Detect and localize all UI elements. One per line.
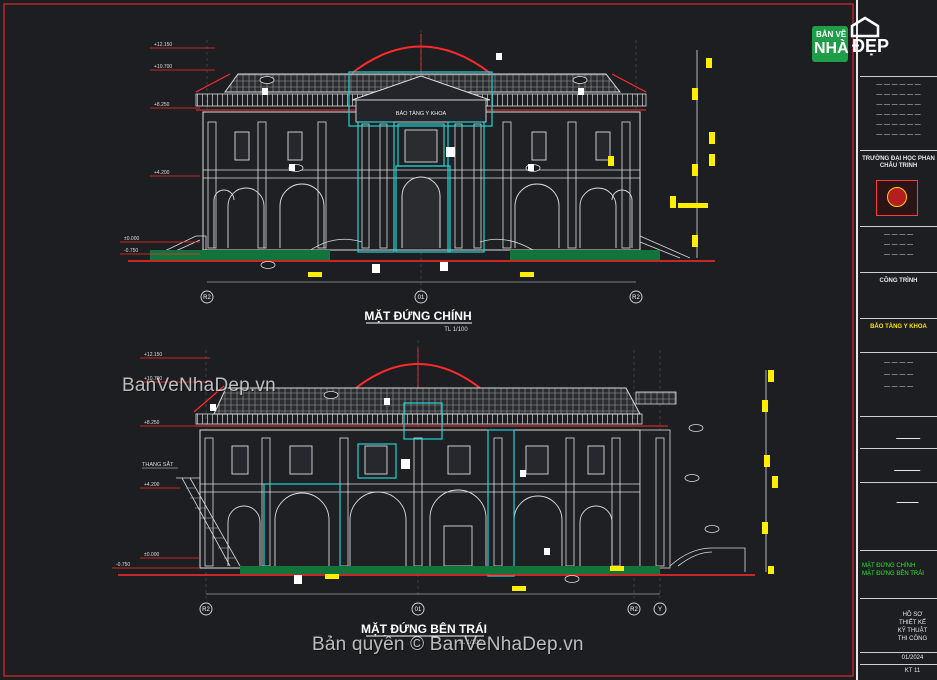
level-label: -0.750 <box>116 562 130 568</box>
level-label: +4.200 <box>144 482 160 488</box>
level-label: +12.150 <box>154 42 172 48</box>
axis-label: R2 <box>630 607 638 613</box>
logo-line-1: BẢN VẼ <box>816 30 847 39</box>
stage-2: THIẾT KẾ <box>899 620 926 626</box>
elevation-main: BẢO TÀNG Y KHOA <box>120 30 715 333</box>
stair-label: THANG SẮT <box>142 460 174 468</box>
sheet-title-2: MẶT ĐỨNG BÊN TRÁI <box>862 571 924 577</box>
logo-badge <box>812 26 848 62</box>
cad-drawing-canvas: BẢO TÀNG Y KHOA <box>3 3 854 677</box>
level-label: +8.250 <box>154 102 170 108</box>
school-name: TRƯỜNG ĐẠI HỌC PHAN CHÂU TRINH <box>862 156 935 169</box>
sheet-title-1: MẶT ĐỨNG CHÍNH <box>862 563 916 569</box>
sheet-number: KT 11 <box>904 668 921 674</box>
level-label: +4.200 <box>154 170 170 176</box>
level-label: ±0.000 <box>144 552 159 558</box>
signature-icon <box>895 428 925 439</box>
school-seal-icon <box>876 180 918 216</box>
elevation-left: +12.150 +10.700 +8.250 +4.200 ±0.000 -0.… <box>112 340 778 646</box>
level-label: ±0.000 <box>124 236 139 242</box>
logo-line-3: ĐẸP <box>852 36 890 56</box>
axis-label: R2 <box>202 607 210 613</box>
level-label: -0.750 <box>124 248 138 254</box>
stage-1: HỒ SƠ <box>902 612 923 618</box>
building-sign: BẢO TÀNG Y KHOA <box>396 110 447 117</box>
level-label: +8.250 <box>144 420 160 426</box>
axis-label: Y <box>658 607 662 613</box>
level-label: +12.150 <box>144 352 162 358</box>
house-icon <box>850 16 880 38</box>
watermark-top: BanVeNhaDep.vn <box>122 375 276 396</box>
stage-3: KỸ THUẬT <box>897 628 928 634</box>
axis-label: 01 <box>415 607 422 613</box>
sheet-date: 01/2024 <box>901 655 924 661</box>
elevation-title-main: MẶT ĐỨNG CHÍNH <box>364 308 471 323</box>
stage-4: THI CÔNG <box>897 636 928 642</box>
project-name: BẢO TÀNG Y KHOA <box>870 324 927 330</box>
title-block: — — — — — — — — — — — — — — — — — — — — … <box>856 0 937 680</box>
elevation-title-left: MẶT ĐỨNG BÊN TRÁI <box>361 621 487 636</box>
watermark-bottom: Bản quyền © BanVeNhaDep.vn <box>312 634 584 655</box>
axis-label: 01 <box>418 295 425 301</box>
signature-icon <box>893 460 925 471</box>
elevation-scale-left: TL 1/100 <box>458 640 482 646</box>
level-label: +10.700 <box>144 376 162 382</box>
axis-label: R2 <box>203 295 211 301</box>
elevation-scale-main: TL 1/100 <box>444 327 468 333</box>
project-label: CÔNG TRÌNH <box>879 278 918 284</box>
signature-icon <box>896 494 922 503</box>
level-label: +10.700 <box>154 64 172 70</box>
brand-logo: BẢN VẼ NHÀ ĐẸP <box>812 12 930 74</box>
logo-line-2: NHÀ <box>814 40 849 57</box>
axis-label: R2 <box>632 295 640 301</box>
